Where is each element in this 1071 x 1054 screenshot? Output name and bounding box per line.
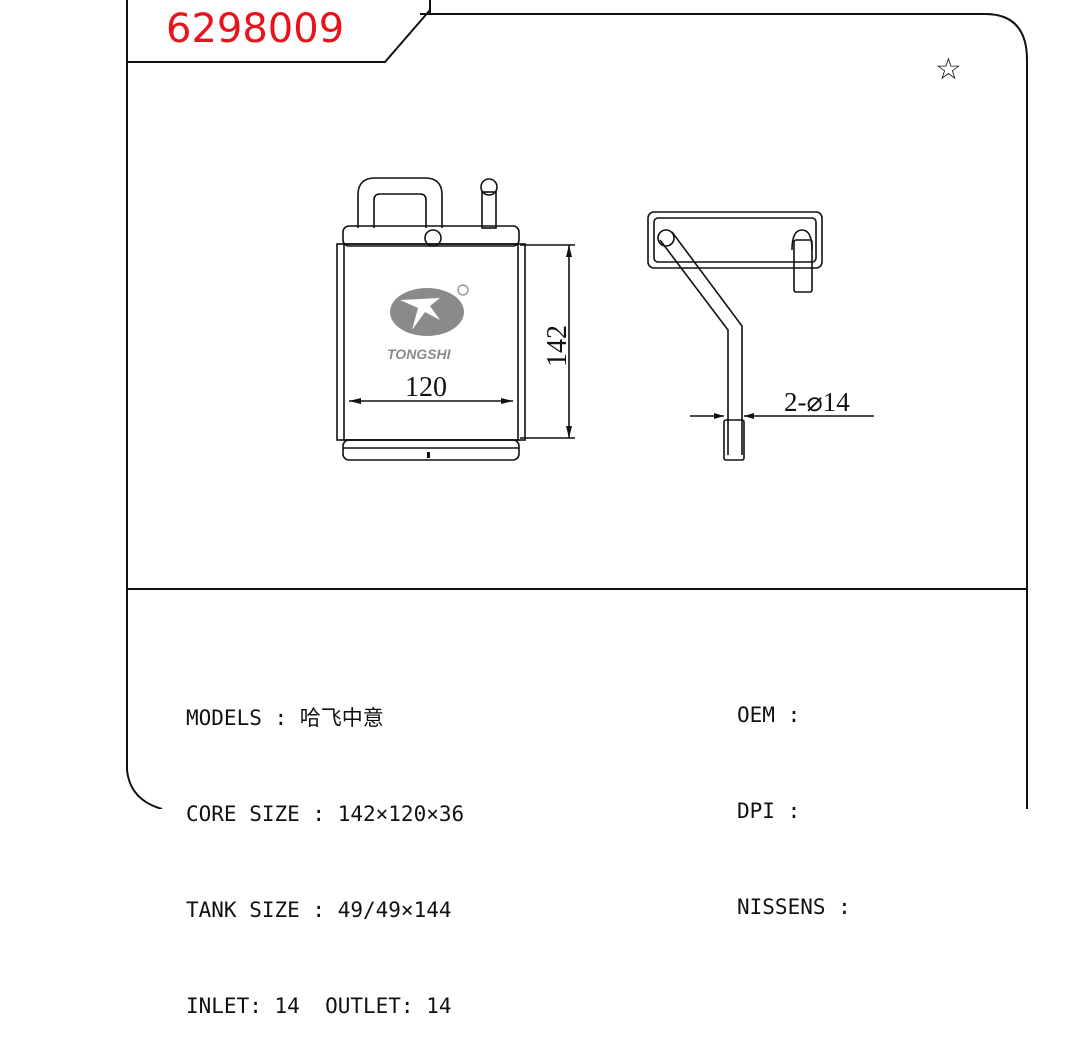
specs-left: MODELS : 哈飞中意 CORE SIZE : 142×120×36 TAN…: [186, 638, 464, 1054]
nissens-line: NISSENS :: [737, 895, 851, 919]
tank-size-line: TANK SIZE : 49/49×144: [186, 898, 452, 922]
front-view: [336, 177, 575, 461]
core-size-line: CORE SIZE : 142×120×36: [186, 802, 465, 826]
drawing-frame: 120 142 TONGSHI 2-⌀14: [126, 0, 1028, 809]
height-dimension: 142: [542, 325, 573, 367]
tongshi-logo: TONGSHI: [387, 284, 469, 362]
width-dimension: 120: [405, 372, 447, 403]
pipe-dimension: 2-⌀14: [784, 387, 850, 417]
part-number: 6298009: [166, 6, 345, 52]
oem-line: OEM :: [737, 703, 801, 727]
inlet-outlet-line: INLET: 14 OUTLET: 14: [186, 994, 452, 1018]
dpi-line: DPI :: [737, 799, 801, 823]
side-view: [647, 211, 874, 461]
specs-right: OEM : DPI : NISSENS :: [737, 635, 851, 955]
svg-text:TONGSHI: TONGSHI: [387, 346, 452, 362]
models-line: MODELS : 哈飞中意: [186, 706, 384, 730]
star-icon[interactable]: ☆: [935, 52, 962, 87]
